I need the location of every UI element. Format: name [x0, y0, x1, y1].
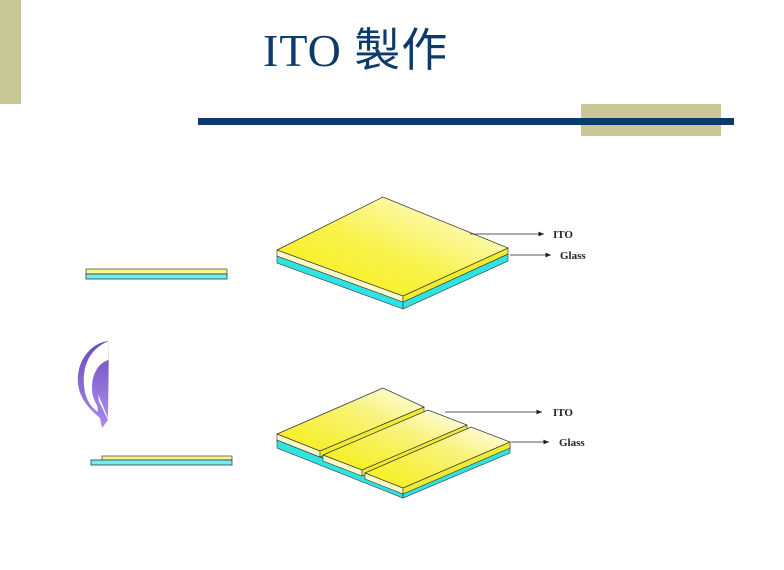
side-view-patterned-ito: [90, 455, 233, 466]
left-accent-bar: [0, 0, 21, 104]
plate-full-ito: ITO Glass: [276, 196, 586, 310]
title-rule: [198, 118, 734, 125]
side-view-full-ito: [85, 268, 228, 280]
label-ito-top: ITO: [553, 229, 573, 241]
label-glass-bottom: Glass: [559, 437, 585, 449]
slide-title: ITO 製作: [263, 25, 449, 76]
plate-patterned-ito: ITO Glass: [276, 387, 585, 499]
label-glass-top: Glass: [560, 250, 586, 262]
curved-down-arrow-icon: [77, 341, 109, 428]
label-ito-bottom: ITO: [553, 407, 573, 419]
